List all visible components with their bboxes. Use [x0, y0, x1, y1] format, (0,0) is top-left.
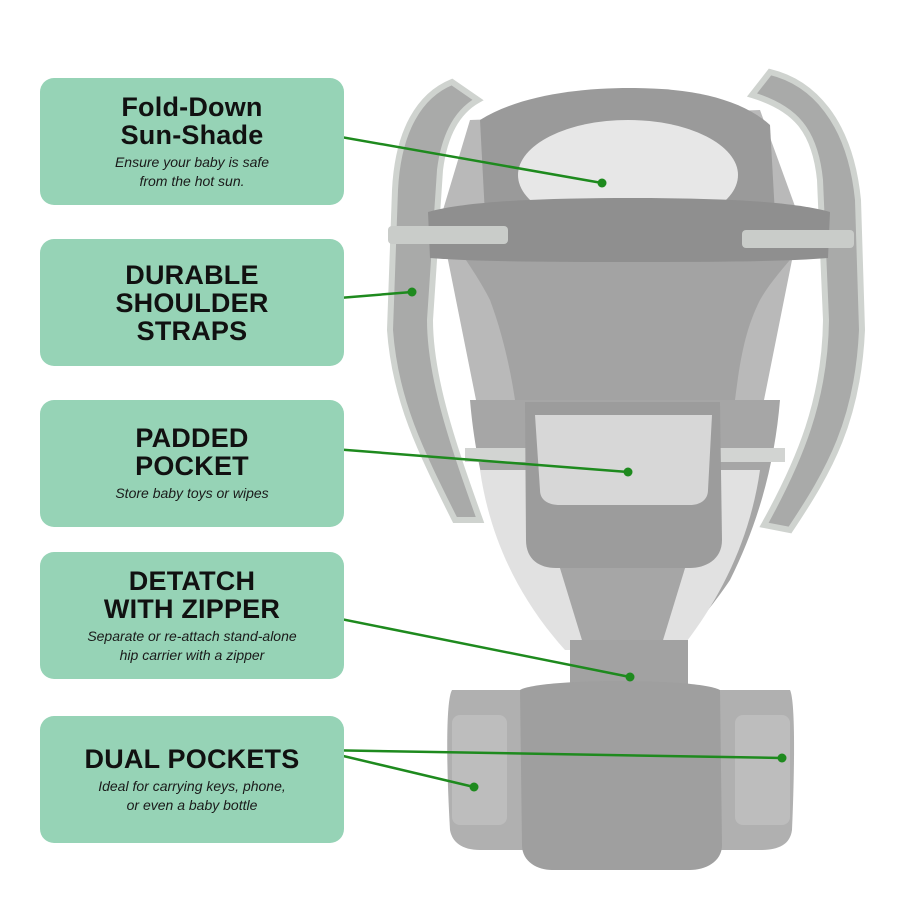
- leader-dot-padded-pocket: [623, 467, 633, 477]
- right-shoulder-strap: [746, 68, 866, 534]
- feature-title: DETATCH WITH ZIPPER: [103, 565, 281, 624]
- leader-line-dual-pocket-right: [317, 748, 783, 760]
- feature-description: Ensure your baby is safe from the hot su…: [114, 153, 270, 189]
- feature-title: PADDED POCKET: [135, 423, 249, 481]
- left-buckle: [388, 226, 508, 244]
- feature-card-dual-pockets: DUAL POCKETS Ideal for carrying keys, ph…: [40, 716, 344, 843]
- left-mesh-side: [480, 470, 585, 650]
- hip-seat-front: [520, 681, 722, 870]
- feature-title: DUAL POCKETS: [84, 743, 300, 774]
- feature-description: Separate or re-attach stand-alone hip ca…: [87, 627, 297, 663]
- right-side-pocket: [735, 715, 790, 825]
- leader-dot-dual-pocket-right: [777, 753, 787, 763]
- feature-card-detach-zipper: DETATCH WITH ZIPPER Separate or re-attac…: [40, 552, 344, 679]
- feature-title: Fold-Down Sun-Shade: [120, 91, 264, 150]
- feature-card-padded-pocket: PADDED POCKET Store baby toys or wipes: [40, 400, 344, 527]
- leader-line-dual-pocket-left: [317, 748, 475, 789]
- feature-card-sun-shade: Fold-Down Sun-Shade Ensure your baby is …: [40, 78, 344, 205]
- feature-title: DURABLE SHOULDER STRAPS: [115, 259, 269, 346]
- feature-description: Store baby toys or wipes: [115, 485, 269, 501]
- right-buckle: [742, 230, 854, 248]
- leader-dot-zipper: [625, 672, 635, 682]
- leader-dot-dual-pocket-left: [469, 782, 479, 792]
- left-side-pocket: [452, 715, 507, 825]
- padded-pocket-mesh: [535, 415, 712, 505]
- feature-description: Ideal for carrying keys, phone, or even …: [98, 777, 286, 813]
- leader-dot-shoulder-straps: [407, 287, 417, 297]
- headrest-band: [428, 198, 830, 262]
- leader-line-zipper: [295, 608, 631, 679]
- leader-dot-sun-shade: [597, 178, 607, 188]
- feature-card-shoulder-straps: DURABLE SHOULDER STRAPS: [40, 239, 344, 366]
